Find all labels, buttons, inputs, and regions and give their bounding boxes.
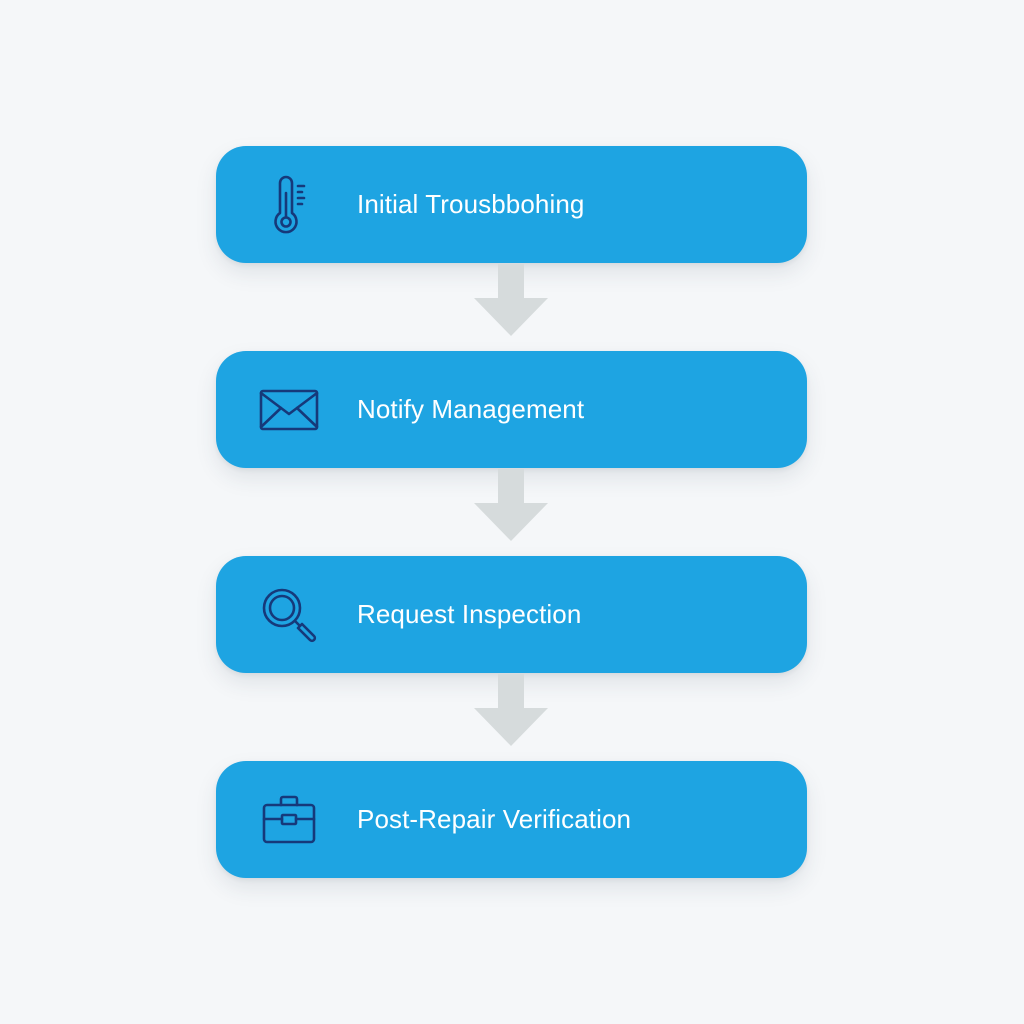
down-arrow-connector [474, 674, 548, 746]
magnifier-icon [258, 556, 320, 673]
step-label: Notify Management [357, 394, 585, 424]
step-label: Request Inspection [357, 599, 582, 629]
toolbox-icon [258, 761, 320, 878]
step-initial-troubleshooting[interactable]: Initial Trousbbohing [216, 146, 807, 263]
step-label: Initial Trousbbohing [357, 189, 585, 219]
down-arrow-connector [474, 469, 548, 541]
down-arrow-connector [474, 264, 548, 336]
step-post-repair-verification[interactable]: Post-Repair Verification [216, 761, 807, 878]
thermometer-icon [258, 146, 320, 263]
step-label: Post-Repair Verification [357, 804, 632, 834]
envelope-icon [258, 351, 320, 468]
step-request-inspection[interactable]: Request Inspection [216, 556, 807, 673]
step-notify-management[interactable]: Notify Management [216, 351, 807, 468]
